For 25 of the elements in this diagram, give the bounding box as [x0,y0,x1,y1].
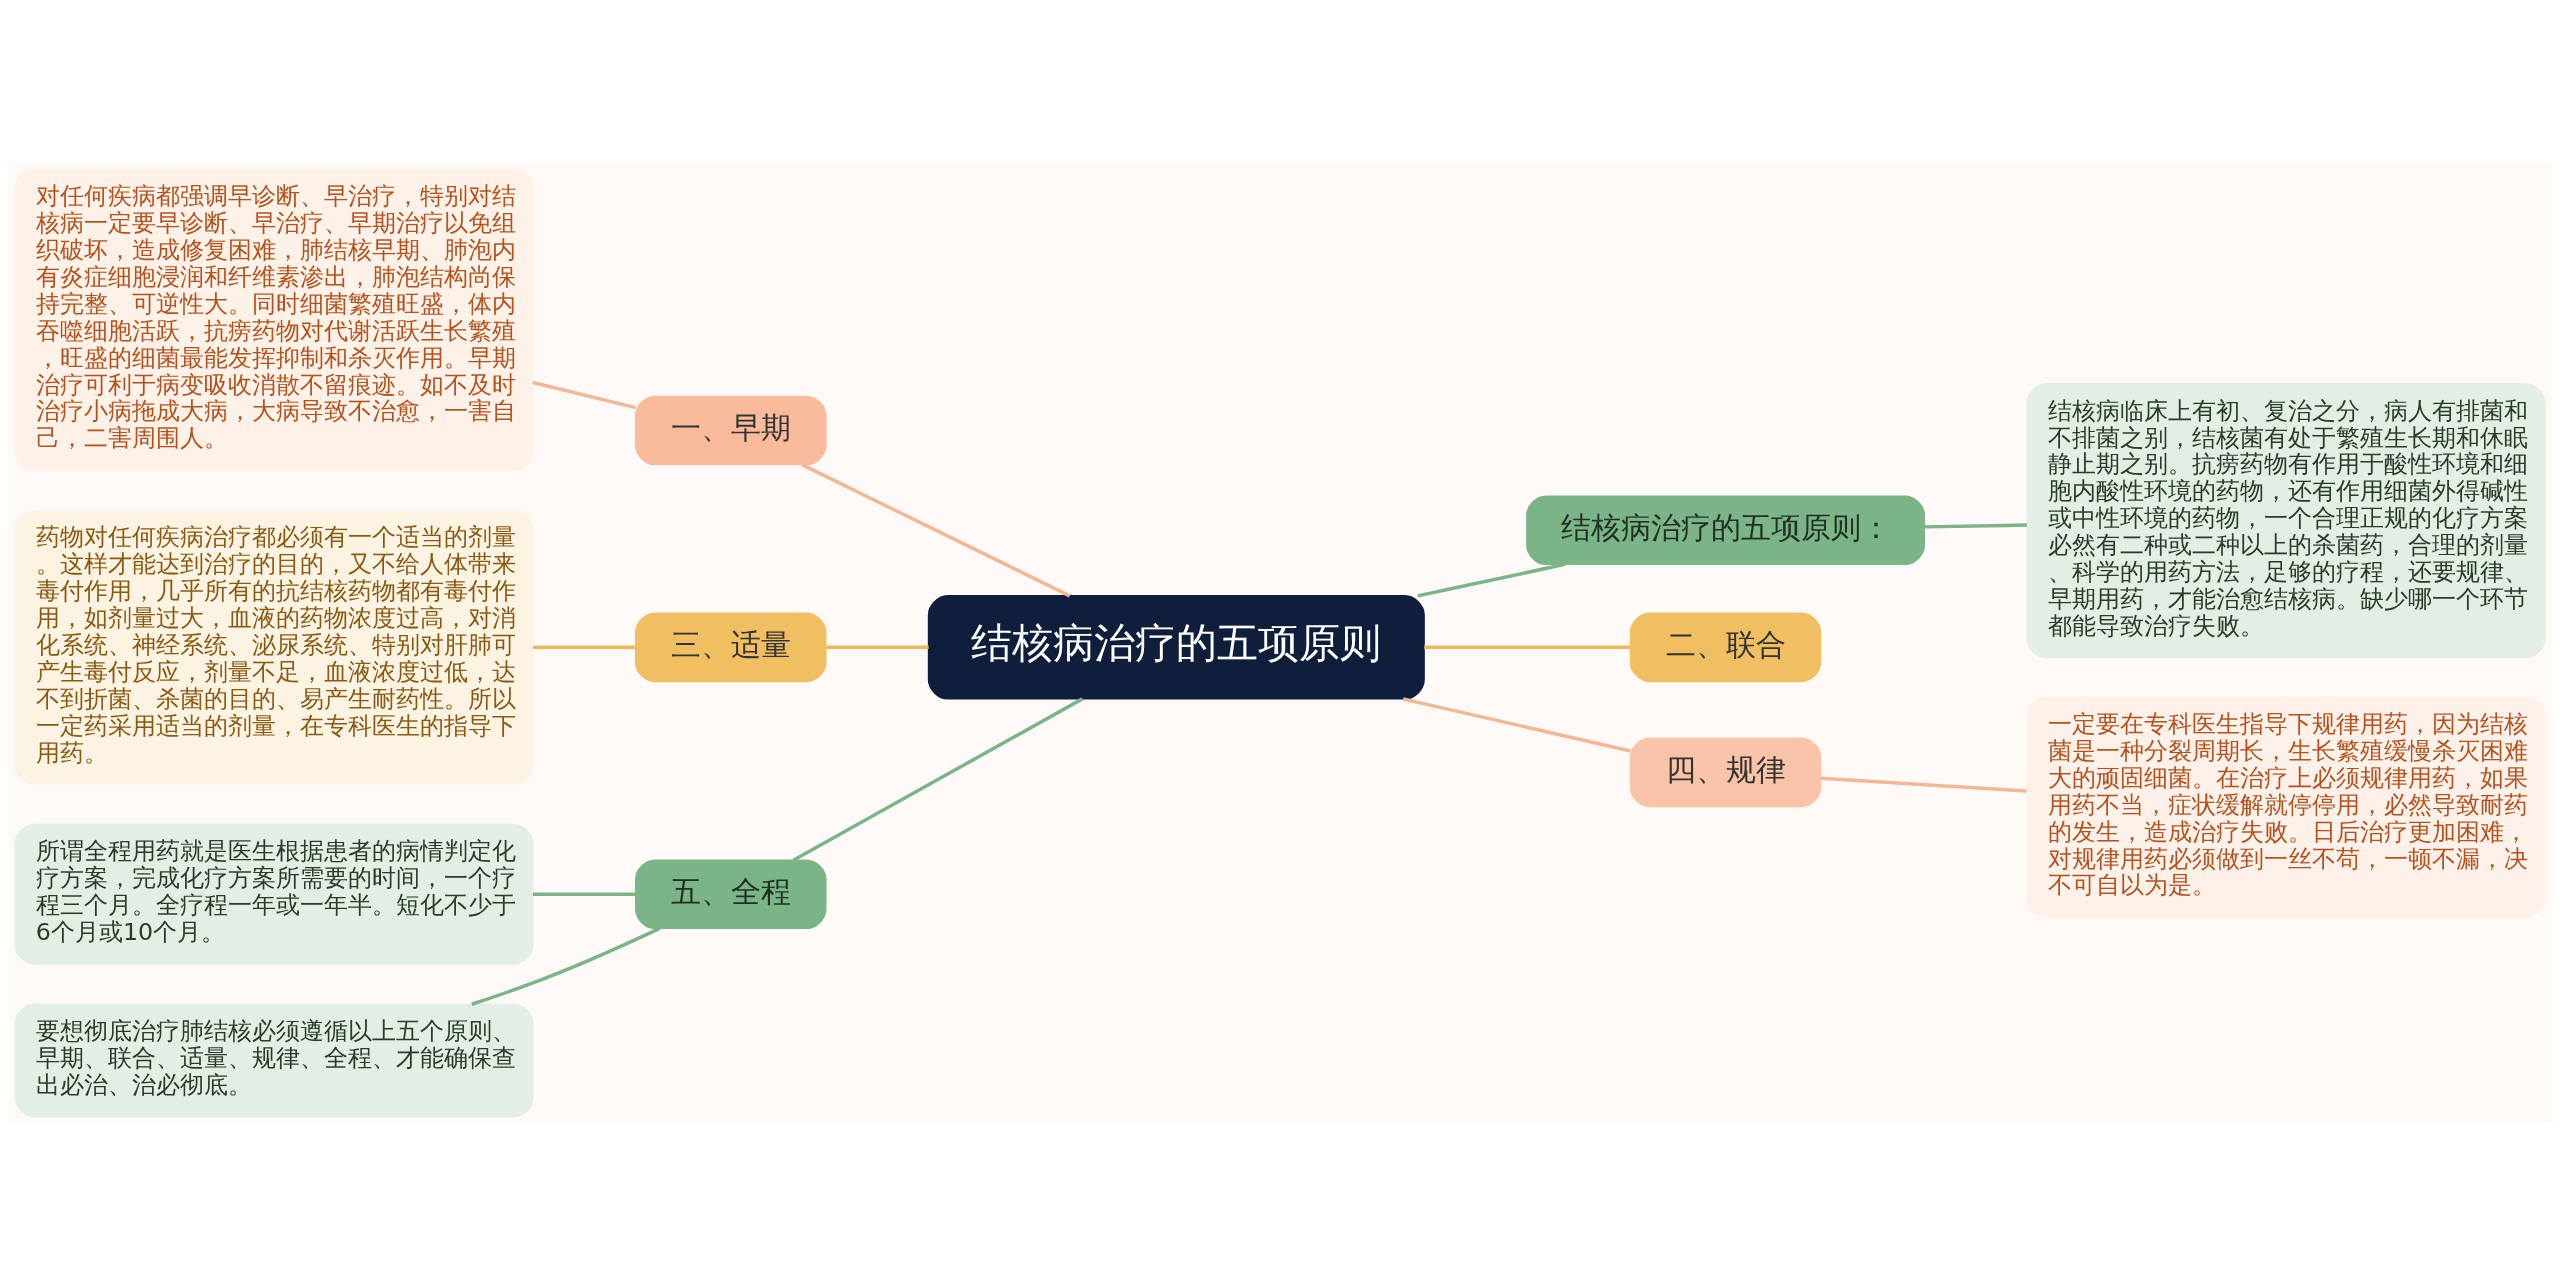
connector [532,380,636,409]
connector [792,696,1084,862]
node-box: 对任何疾病都强调早诊断、早治疗，特别对结核病一定要早诊断、早治疗、早期治疗以免组织破坏，造成修复困难，肺结核早期、肺泡内有炎症细胞浸润和纤维素渗出，肺泡结构尚保持完整、可逆性大。同时细菌繁殖旺盛，体内吞噬细胞活跃，抗痨药物对代谢活跃生长繁殖，旺盛的细菌最能发挥抑制和杀灭作用。早期治疗可利于病变吸收消散不留痕迹。如不及时治疗小病拖成大病，大病导致不治愈，一害自己，二害周围人。 [14,168,534,471]
connector [532,645,636,649]
connector [1402,696,1631,753]
connector [1424,645,1631,649]
connector [826,645,929,649]
connector [1820,776,2027,793]
node-box: 要想彻底治疗肺结核必须遵循以上五个原则、早期、联合、适量、规律、全程、才能确保查出必治、治必彻底。 [14,1003,534,1117]
connector [1417,562,1566,598]
node-box: 一、早期 [635,395,827,465]
node-box: 二、联合 [1629,612,1822,682]
connector [471,926,661,1006]
node-box: 五、全程 [635,858,827,929]
connector [532,892,636,896]
node-box: 四、规律 [1629,737,1822,807]
node-box: 三、适量 [635,612,827,682]
node-box: 药物对任何疾病治疗都必须有一个适当的剂量。这样才能达到治疗的目的，又不给人体带来毒付作用，几乎所有的抗结核药物都有毒付作用，如剂量过大，血液的药物浓度过高，对消化系统、神经系统、泌尿系统、特别对肝肺可产生毒付反应，剂量不足，血液浓度过低，达不到折菌、杀菌的目的、易产生耐药性。所以一定药采用适当的剂量，在专科医生的指导下用药。 [14,509,534,785]
node-box: 所谓全程用药就是医生根据患者的病情判定化疗方案，完成化疗方案所需要的时间，一个疗程三个月。全疗程一年或一年半。短化不少于6个月或10个月。 [14,823,534,965]
connector [801,462,1071,597]
node-box: 结核病治疗的五项原则： [1526,494,1925,565]
connector [1924,522,2027,529]
node-box: 结核病治疗的五项原则 [927,594,1425,700]
node-box: 一定要在专科医生指导下规律用药，因为结核菌是一种分裂周期长，生长繁殖缓慢杀灭困难大的顽固细菌。在治疗上必须规律用药，如果用药不当，症状缓解就停停用，必然导致耐药的发生，造成治疗失败。日后治疗更加困难，对规律用药必须做到一丝不苟，一顿不漏，决不可自以为是。 [2026,695,2546,918]
node-box: 结核病临床上有初、复治之分，病人有排菌和不排菌之别，结核菌有处于繁殖生长期和休眠静止期之别。抗痨药物有作用于酸性环境和细胞内酸性环境的药物，还有作用细菌外得碱性或中性环境的药物，一个合理正规的化疗方案必然有二种或二种以上的杀菌药，合理的剂量、科学的用药方法，足够的疗程，还要规律、早期用药，才能治愈结核病。缺少哪一个环节都能导致治疗失败。 [2026,382,2546,658]
